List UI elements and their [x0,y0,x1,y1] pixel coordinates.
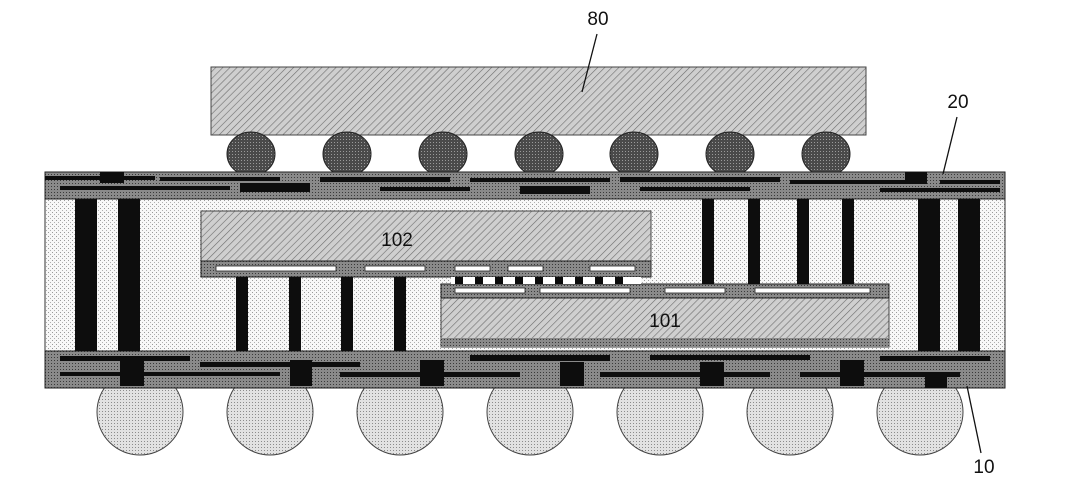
bottom-substrate-10 [44,350,1006,389]
micro-bump [705,131,755,177]
upper-redistribution-layer-20 [44,171,1006,200]
via [918,199,940,351]
bridge-interconnects [451,277,641,284]
label-102: 102 [381,230,413,251]
die-102-pillars [236,277,406,351]
label-101: 101 [649,311,681,332]
micro-bump [418,131,468,177]
through-mold-vias [75,199,980,351]
top-microbumps [226,131,851,177]
micro-bump [226,131,276,177]
label-80: 80 [587,9,608,30]
via [958,199,980,351]
leader-80 [581,33,598,93]
pillar [842,199,854,284]
bottom-solder-balls [96,368,964,456]
die-101-bottom-layer [441,338,889,347]
micro-bump [801,131,851,177]
leader-lines [581,33,982,454]
via [75,199,97,351]
micro-bump [514,131,564,177]
label-20: 20 [947,92,968,113]
label-10: 10 [973,457,994,478]
die-101-top-rdl [440,283,890,299]
micro-bump [322,131,372,177]
pillar [702,199,714,284]
pillar [289,277,301,351]
pillar [341,277,353,351]
leader-20 [942,116,958,175]
pillar [394,277,406,351]
die-101-pillars [702,199,854,284]
pillar [748,199,760,284]
pillar [797,199,809,284]
micro-bump [609,131,659,177]
die-102-bottom-rdl [200,260,652,278]
via [118,199,140,351]
pillar [236,277,248,351]
die-102 [200,210,652,262]
top-die-80 [210,66,867,136]
leader-10 [966,385,982,454]
